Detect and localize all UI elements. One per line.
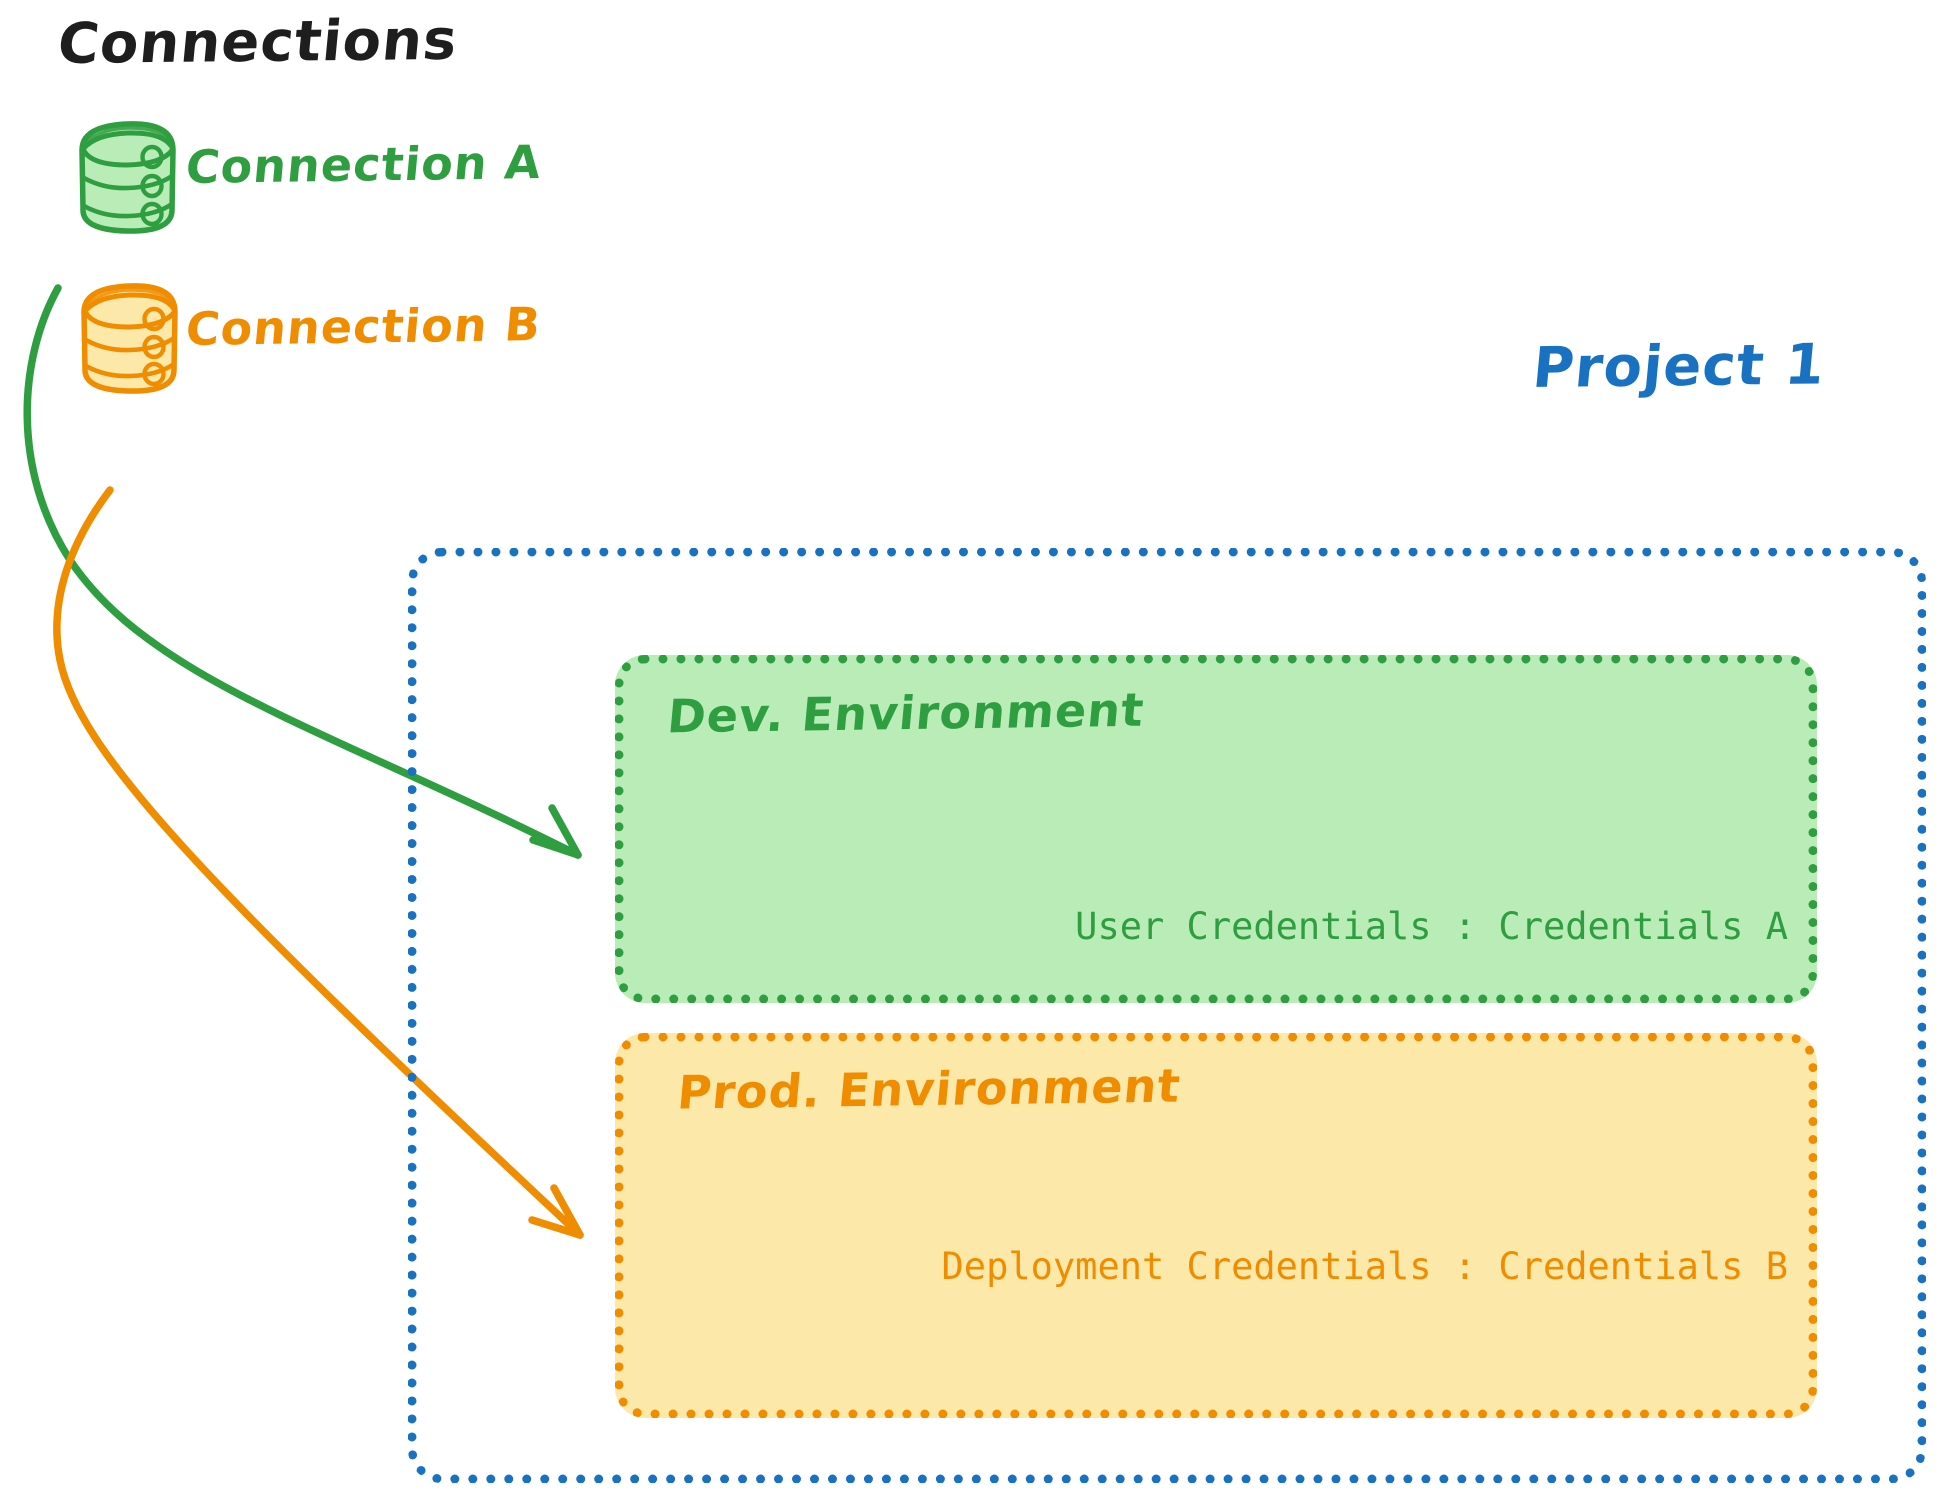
- dev-environment-box[interactable]: [615, 655, 1817, 1003]
- prod-environment-title: Prod. Environment: [675, 1058, 1184, 1120]
- project-label: Project 1: [1529, 332, 1829, 401]
- page-title: Connections: [54, 7, 461, 77]
- prod-environment-box[interactable]: [615, 1033, 1817, 1418]
- dev-environment-credentials: User Credentials : Credentials A: [1075, 905, 1788, 948]
- project-container: [408, 548, 1926, 1483]
- connection-a-label[interactable]: Connection A: [183, 135, 544, 194]
- database-cylinder-icon-connection-b[interactable]: [81, 283, 178, 394]
- database-cylinder-icon-connection-a[interactable]: [79, 121, 176, 234]
- prod-environment-credentials: Deployment Credentials : Credentials B: [941, 1245, 1788, 1288]
- connection-b-label[interactable]: Connection B: [183, 297, 544, 356]
- dev-environment-title: Dev. Environment: [665, 682, 1147, 744]
